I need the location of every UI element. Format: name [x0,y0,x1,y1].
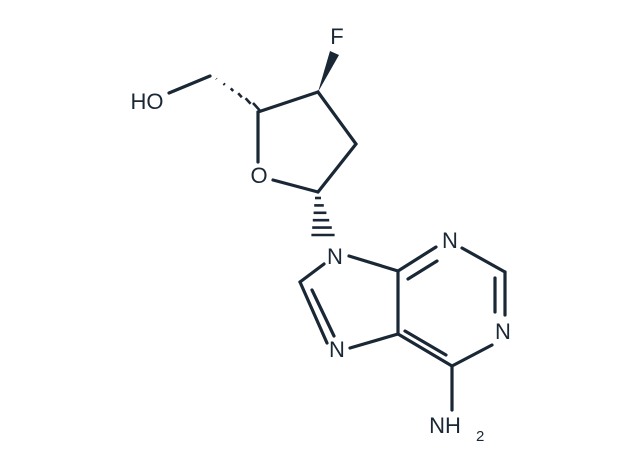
bond-c1-o4 [271,178,320,194]
bond-n3-c2 [460,246,507,274]
n3-label: N [442,228,458,253]
bond-c4-c3 [256,90,320,114]
bond-c2-c1 [316,142,358,194]
bond-c5-oh [167,74,212,95]
amine-label: NH [429,413,461,438]
bond-c3-f-wedge [318,51,339,92]
bond-c6-c5-outer [396,332,454,368]
n9-label: N [327,244,343,269]
fluorine-label: F [330,24,343,49]
amine-subscript: 2 [476,428,484,445]
bond-c3-c2 [316,90,358,146]
bond-c6-c5-inner [403,329,448,357]
n1-label: N [495,319,511,344]
hydroxyl-label: HO [131,89,164,114]
bond-c4-n3-outer [396,245,438,273]
bond-c8-n7-inner [310,288,336,338]
bond-c4-n3-inner [406,259,439,281]
bond-n7-c5 [348,332,400,350]
bond-c4-n9 [347,254,400,273]
bond-n1-c6 [450,343,494,368]
bond-c8-n7-outer [298,280,329,345]
bond-n9-c8 [298,262,326,284]
n7-label: N [329,337,345,362]
bond-c4-c5-hash [215,77,261,112]
ring-oxygen-label: O [250,163,267,188]
bond-c1-n9-hash [311,196,335,237]
